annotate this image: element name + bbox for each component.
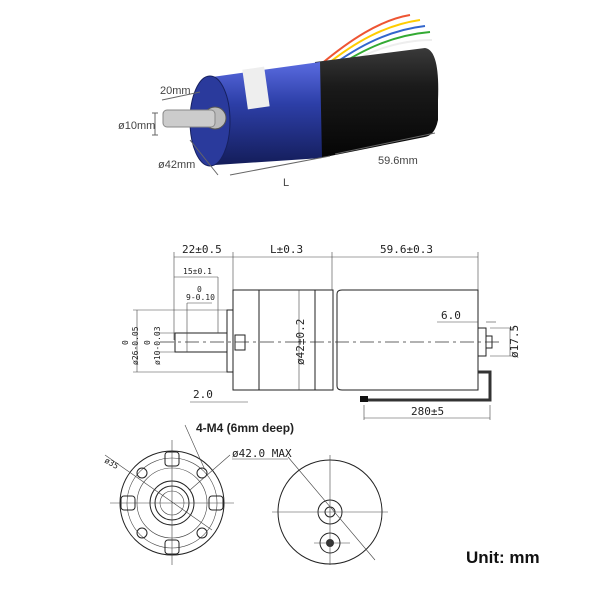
front-view-motor [232,455,388,565]
dim-motor-length: 59.6±0.3 [380,243,433,256]
dim-shaft-diameter: ø10-0.03 [153,326,162,365]
dim-gearbox-length: L±0.3 [270,243,303,256]
dim-flange-thickness: 2.0 [193,388,213,401]
lead-wires [360,370,492,402]
photo-label-body-diameter: ø42mm [158,159,195,171]
thread-note: 4-M4 (6mm deep) [196,421,294,435]
dim-max-diameter: ø42.0 MAX [232,447,292,460]
product-label-sticker [242,66,270,110]
photo-label-motor-length: 59.6mm [378,155,418,167]
front-view-gearbox [104,424,234,565]
dim-shaft-tol-upper: 0 [143,340,152,345]
unit-label: Unit: mm [466,548,540,567]
dim-shaft-flat: 15±0.1 [183,267,212,276]
dim-rear-diameter: ø17.5 [508,325,521,358]
dim-shaft-total: 22±0.5 [182,243,222,256]
gearbox-body [205,62,322,165]
motor-photo: 20mm ø10mm ø42mm L 59.6mm [118,14,439,189]
photo-label-shaft-length: 20mm [160,85,191,97]
dim-bolt-circle: ø35 [103,456,120,471]
dim-flat-tol-upper: 0 [197,285,202,294]
motor-body [315,48,439,158]
dim-body-diameter: ø42±0.2 [294,319,307,365]
dim-pilot-diameter: ø26-0.05 [131,326,140,365]
dim-pilot-tol-upper: 0 [121,340,130,345]
photo-label-shaft-diameter: ø10mm [118,120,155,132]
dim-rear-boss: 6.0 [441,309,461,322]
dim-flat-width: 9-0.10 [186,293,215,302]
dim-wire-length: 280±5 [411,405,444,418]
output-shaft [162,109,216,128]
photo-label-gearbox-length: L [283,177,289,189]
side-view-drawing: 22±0.5 L±0.3 59.6±0.3 15±0.1 0 9-0.10 ø2… [121,243,521,420]
